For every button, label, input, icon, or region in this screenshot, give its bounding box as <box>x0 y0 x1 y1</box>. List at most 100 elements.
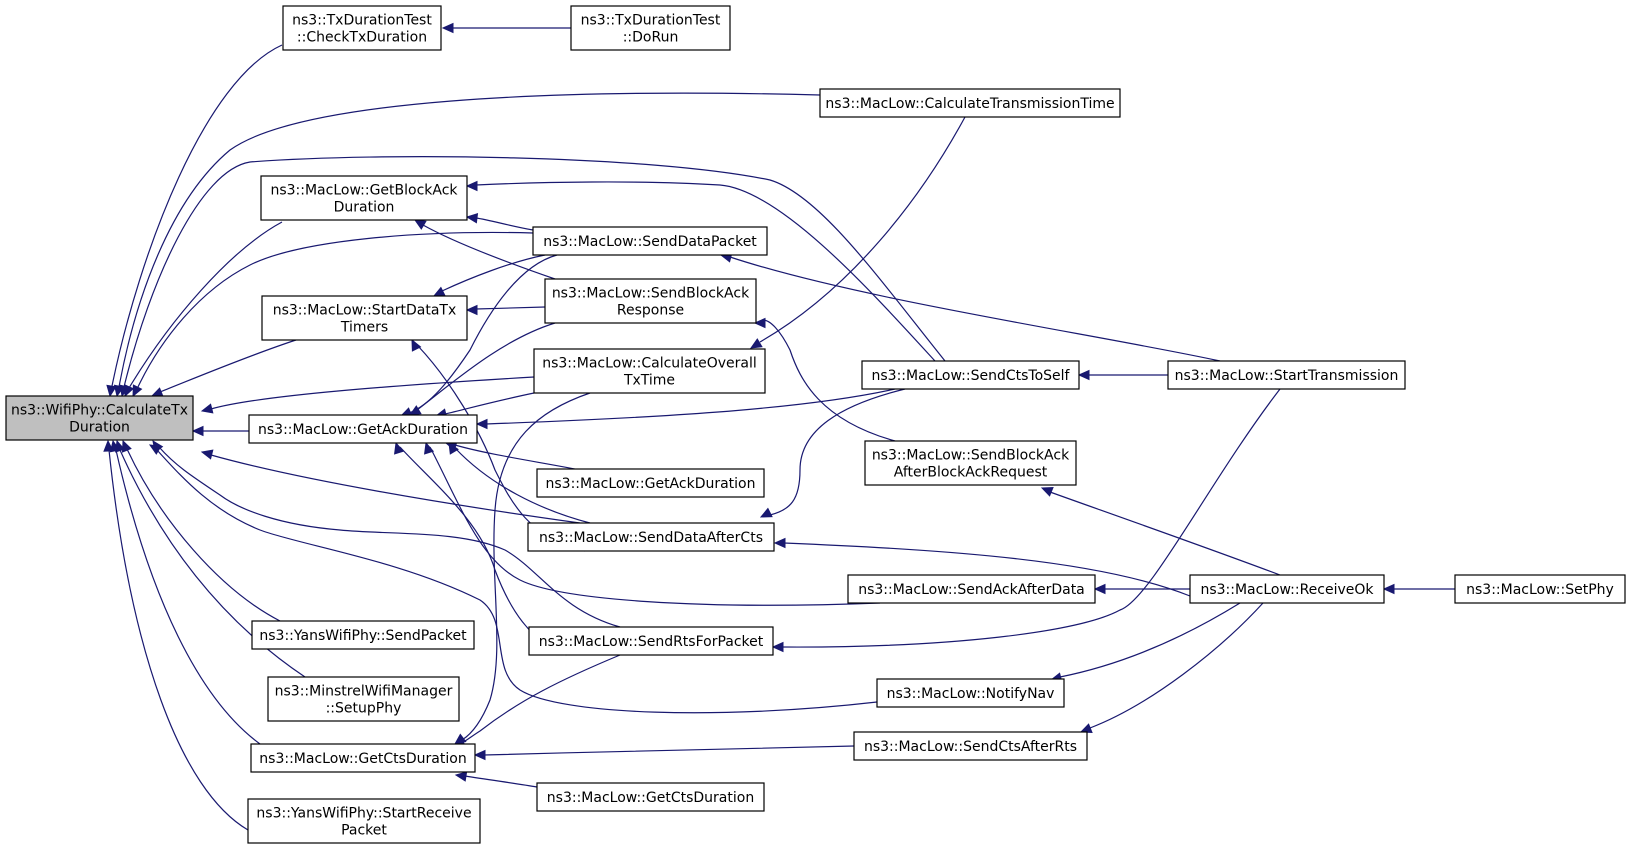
edge-line <box>123 156 946 388</box>
edge-line <box>111 44 283 387</box>
edge-line <box>454 447 591 524</box>
node-label: TxTime <box>623 373 675 389</box>
arrow-head-icon <box>759 507 773 518</box>
node-ctd[interactable]: ns3::TxDurationTest::CheckTxDuration <box>282 5 442 51</box>
node-box <box>247 798 481 844</box>
node-label: ns3::MinstrelWifiManager <box>275 684 453 700</box>
node-label: ns3::MacLow::CalculateOverall <box>542 356 757 372</box>
arrow-head-icon <box>773 537 786 549</box>
node-label: ns3::MacLow::SetPhy <box>1466 582 1614 598</box>
node-box <box>260 175 468 221</box>
edge-line <box>475 181 936 362</box>
arrow-head-icon <box>411 338 422 352</box>
node-ysp[interactable]: ns3::YansWifiPhy::SendPacket <box>251 620 475 650</box>
edge-line <box>136 231 534 390</box>
node-label: ns3::MacLow::GetBlockAck <box>270 183 458 199</box>
node-label: Timers <box>340 320 388 336</box>
edge-line <box>759 116 966 343</box>
arrow-head-icon <box>121 439 132 453</box>
edge-gcd2-to-gcd <box>454 771 538 788</box>
node-dorun[interactable]: ns3::TxDurationTest::DoRun <box>570 5 731 51</box>
node-label: ns3::MacLow::SendRtsForPacket <box>539 634 764 650</box>
arrow-head-icon <box>465 212 479 224</box>
node-box <box>532 226 768 256</box>
node-box <box>267 676 460 722</box>
node-box <box>861 360 1080 390</box>
edge-line <box>416 322 556 411</box>
edge-line <box>422 224 556 280</box>
edge-sdp-to-gbad <box>465 212 534 231</box>
arrow-head-icon <box>150 387 164 398</box>
edge-scts-to-sdac <box>759 388 906 518</box>
edge-line <box>781 388 1281 648</box>
edge-sdac-to-gad <box>448 441 591 524</box>
edge-nnav-to-root <box>148 444 878 714</box>
edge-line <box>118 92 821 388</box>
edge-line <box>210 454 581 524</box>
edge-line <box>762 319 896 442</box>
edge-sbar-to-gad <box>408 322 556 416</box>
node-box <box>570 5 731 51</box>
node-sdp[interactable]: ns3::MacLow::SendDataPacket <box>532 226 768 256</box>
node-label: ns3::MacLow::SendBlockAck <box>552 286 750 302</box>
node-label: ns3::WifiPhy::CalculateTx <box>11 403 188 419</box>
node-box <box>261 295 468 341</box>
edge-line <box>475 306 546 310</box>
node-sbabar[interactable]: ns3::MacLow::SendBlockAckAfterBlockAckRe… <box>864 440 1077 486</box>
edge-line <box>210 376 535 410</box>
edge-line <box>464 775 538 788</box>
edge-line <box>1089 602 1264 729</box>
arrow-head-icon <box>191 425 204 437</box>
node-mws[interactable]: ns3::MinstrelWifiManager::SetupPhy <box>267 676 460 722</box>
node-gad2[interactable]: ns3::MacLow::GetAckDuration <box>536 468 765 498</box>
arrow-head-icon <box>106 384 117 398</box>
node-gad[interactable]: ns3::MacLow::GetAckDuration <box>248 414 478 444</box>
edge-sdtt-to-root <box>150 339 297 398</box>
arrow-head-icon <box>771 641 784 653</box>
edge-rok-to-scar <box>1079 602 1264 734</box>
edge-line <box>441 254 546 292</box>
node-label: ns3::TxDurationTest <box>292 13 432 29</box>
edge-line <box>483 745 855 756</box>
node-label: ns3::MacLow::GetAckDuration <box>258 422 468 438</box>
node-sdac[interactable]: ns3::MacLow::SendDataAfterCts <box>527 522 775 552</box>
node-scts[interactable]: ns3::MacLow::SendCtsToSelf <box>861 360 1080 390</box>
edge-cotx-to-gcd <box>454 392 591 745</box>
edge-gcd-to-root <box>109 439 261 745</box>
edge-gbad-to-root <box>124 221 283 398</box>
edge-line <box>1049 491 1281 576</box>
node-setphy[interactable]: ns3::MacLow::SetPhy <box>1454 574 1626 604</box>
edge-line <box>485 388 896 425</box>
node-label: ns3::MacLow::CalculateTransmissionTime <box>825 96 1114 112</box>
node-ctt[interactable]: ns3::MacLow::CalculateTransmissionTime <box>819 88 1121 118</box>
node-scar[interactable]: ns3::MacLow::SendCtsAfterRts <box>853 731 1088 761</box>
node-box <box>544 278 757 324</box>
arrow-head-icon <box>200 449 214 460</box>
graph-nodes: ns3::WifiPhy::CalculateTxDurationns3::Tx… <box>5 5 1626 844</box>
node-rok[interactable]: ns3::MacLow::ReceiveOk <box>1189 574 1385 604</box>
edge-line <box>429 446 881 606</box>
node-box <box>847 574 1096 604</box>
node-gcd[interactable]: ns3::MacLow::GetCtsDuration <box>250 743 476 773</box>
node-label: Duration <box>334 200 395 216</box>
node-box <box>527 522 775 552</box>
node-nnav[interactable]: ns3::MacLow::NotifyNav <box>876 678 1065 708</box>
node-label: ::DoRun <box>623 30 679 46</box>
node-srfp[interactable]: ns3::MacLow::SendRtsForPacket <box>528 626 774 656</box>
node-label: ns3::MacLow::GetAckDuration <box>546 476 756 492</box>
edge-line <box>461 392 591 741</box>
arrow-head-icon <box>424 441 435 455</box>
node-gcd2[interactable]: ns3::MacLow::GetCtsDuration <box>536 782 765 812</box>
node-saad[interactable]: ns3::MacLow::SendAckAfterData <box>847 574 1096 604</box>
node-stx[interactable]: ns3::MacLow::StartTransmission <box>1167 360 1406 390</box>
edge-line <box>115 449 261 745</box>
edge-scts-to-gad <box>475 388 896 430</box>
node-label: ::CheckTxDuration <box>297 30 427 46</box>
